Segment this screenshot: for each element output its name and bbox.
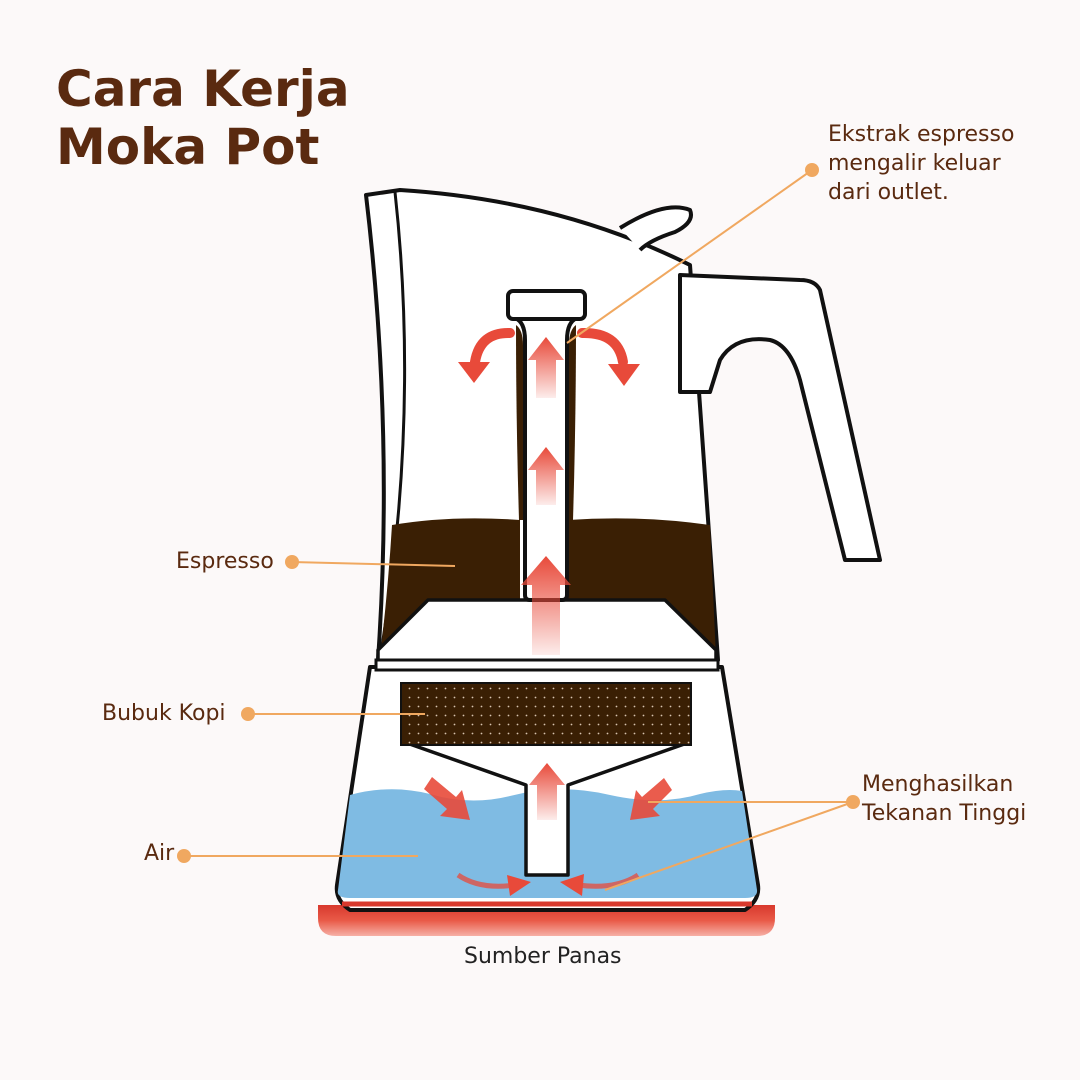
arrow-up-tube-mid: [528, 447, 564, 505]
label-pressure-line-1: Menghasilkan: [862, 772, 1014, 797]
label-outlet-line-1: Ekstrak espresso: [828, 122, 1015, 147]
label-outlet-line-2: mengalir keluar: [828, 151, 1001, 176]
arrow-bottom-left-head: [507, 875, 531, 896]
label-pressure: Menghasilkan Tekanan Tinggi: [862, 770, 1026, 828]
arrow-bottom-right: [577, 872, 640, 889]
leader-outlet: [566, 163, 819, 344]
leader-espresso: [285, 555, 456, 569]
label-pressure-line-2: Tekanan Tinggi: [862, 801, 1027, 826]
handle: [678, 273, 882, 562]
heat-source: [318, 905, 775, 936]
arrow-bottom-right-head: [560, 874, 584, 896]
outlet-cap: [506, 289, 587, 321]
tube-espresso-right: [569, 325, 576, 520]
title-line-2: Moka Pot: [56, 118, 320, 176]
label-water: Air: [144, 841, 175, 866]
arrow-pressure-right: [630, 778, 672, 820]
arrow-outlet-right-head: [608, 364, 640, 386]
arrow-outlet-left: [470, 328, 515, 367]
leader-pressure-2: [604, 801, 854, 891]
label-outlet: Ekstrak espresso mengalir keluar dari ou…: [828, 120, 1014, 207]
arrow-up-funnel: [529, 763, 565, 820]
title-line-1: Cara Kerja: [56, 60, 350, 118]
label-coffee: Bubuk Kopi: [102, 701, 226, 726]
tube-espresso-left: [516, 325, 523, 520]
arrow-outlet-left-head: [458, 362, 490, 383]
coffee-grounds: [400, 682, 692, 746]
label-espresso: Espresso: [176, 549, 274, 574]
lid-knob: [618, 205, 693, 252]
arrow-pressure-left: [424, 777, 470, 820]
label-heat: Sumber Panas: [464, 944, 622, 969]
arrow-up-tube-low: [521, 556, 571, 655]
page-title: Cara Kerja Moka Pot: [56, 60, 350, 176]
arrow-up-tube-top: [528, 337, 564, 398]
arrow-outlet-right: [577, 327, 628, 367]
chamber-bottom-rim: [374, 658, 720, 672]
label-outlet-line-3: dari outlet.: [828, 180, 949, 205]
